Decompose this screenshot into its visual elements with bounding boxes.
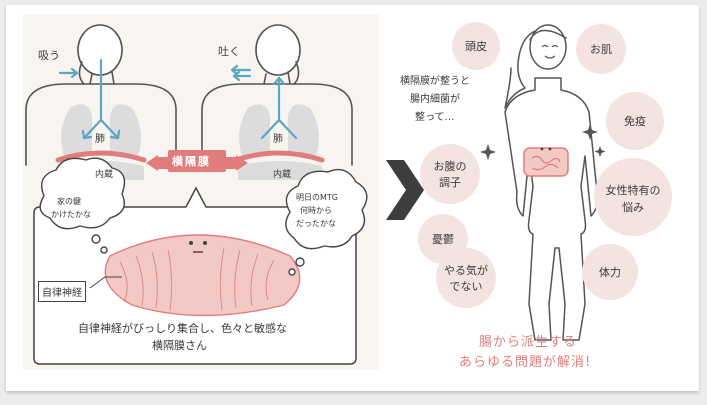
thought-right-line: だったかな: [296, 219, 336, 228]
caption-line-1: 自律神経がびっしり集合し、色々と敏感な: [78, 322, 287, 335]
bubble-stamina: 体力: [582, 244, 638, 300]
left-lungs: [61, 104, 141, 158]
intro-line-1: 横隔膜が整うと: [400, 76, 470, 87]
right-airway-arrows: [230, 64, 298, 140]
bubble-motivation-line: でない: [449, 280, 483, 293]
bubble-women: 女性特有の 悩み: [594, 158, 672, 236]
left-airway-arrows: [58, 58, 121, 140]
right-body-figure: [201, 24, 353, 166]
woman-face: [541, 44, 559, 59]
conclusion-line-2: あらゆる問題が解消!: [459, 355, 592, 370]
right-lungs: [239, 104, 319, 158]
intestine-illustration: [523, 147, 569, 177]
bubble-belly: お腹の 調子: [420, 144, 480, 204]
bubble-immunity: 免疫: [606, 92, 664, 150]
bubble-belly-line: 調子: [439, 176, 461, 189]
exhale-label: 吐く: [218, 45, 240, 58]
bubble-belly-line: お腹の: [433, 160, 467, 173]
bubble-women-line: 女性特有の: [605, 184, 661, 197]
thought-left-line: かけたかな: [51, 210, 91, 219]
conclusion-line-1: 腸から派生する: [479, 335, 578, 350]
right-organ-area: [238, 161, 322, 180]
diaphragm-double-arrow: [146, 150, 248, 172]
thought-cloud-left: [39, 157, 126, 254]
inhale-label: 吸う: [38, 49, 60, 62]
thought-right-line: 何時から: [300, 206, 332, 215]
bubble-motivation: やる気が でない: [436, 248, 496, 308]
left-diaphragm-line: [55, 150, 147, 163]
thought-left-line: 家の鍵: [57, 197, 81, 206]
transition-chevron-arrow: [386, 160, 424, 220]
diaphragm-tag: 横隔膜: [172, 155, 211, 168]
bubble-skin-text: お肌: [590, 43, 612, 56]
thought-right-line: 明日のMTG: [296, 193, 338, 202]
sparkle-icons: [480, 124, 606, 160]
bubble-immunity-text: 免疫: [624, 115, 646, 128]
lung-label-left: 肺: [95, 134, 105, 145]
bubble-scalp: 頭皮: [452, 22, 500, 70]
diaphragm-character: [104, 234, 301, 317]
organ-label-right: 内蔵: [273, 170, 292, 180]
woman-body-figure: [504, 24, 599, 341]
right-diaphragm-line: [233, 150, 325, 163]
intro-line-2: 腸内細菌が: [410, 94, 460, 105]
organ-label-left: 内蔵: [95, 170, 114, 180]
intro-line-3: 整って…: [415, 112, 455, 123]
bubble-motivation-line: やる気が: [444, 264, 488, 277]
autonomic-pointer: [89, 276, 122, 289]
bubble-scalp-text: 頭皮: [465, 40, 487, 53]
bubble-skin: お肌: [576, 24, 626, 74]
bubble-women-line: 悩み: [622, 201, 644, 214]
bubble-stamina-text: 体力: [599, 266, 621, 279]
thought-cloud-right: [285, 168, 368, 276]
autonomic-nerve-label: 自律神経: [38, 281, 86, 302]
bubble-melancholy-text: 憂鬱: [432, 233, 454, 246]
caption-line-2: 横隔膜さん: [152, 339, 207, 352]
lung-label-right: 肺: [273, 134, 283, 145]
